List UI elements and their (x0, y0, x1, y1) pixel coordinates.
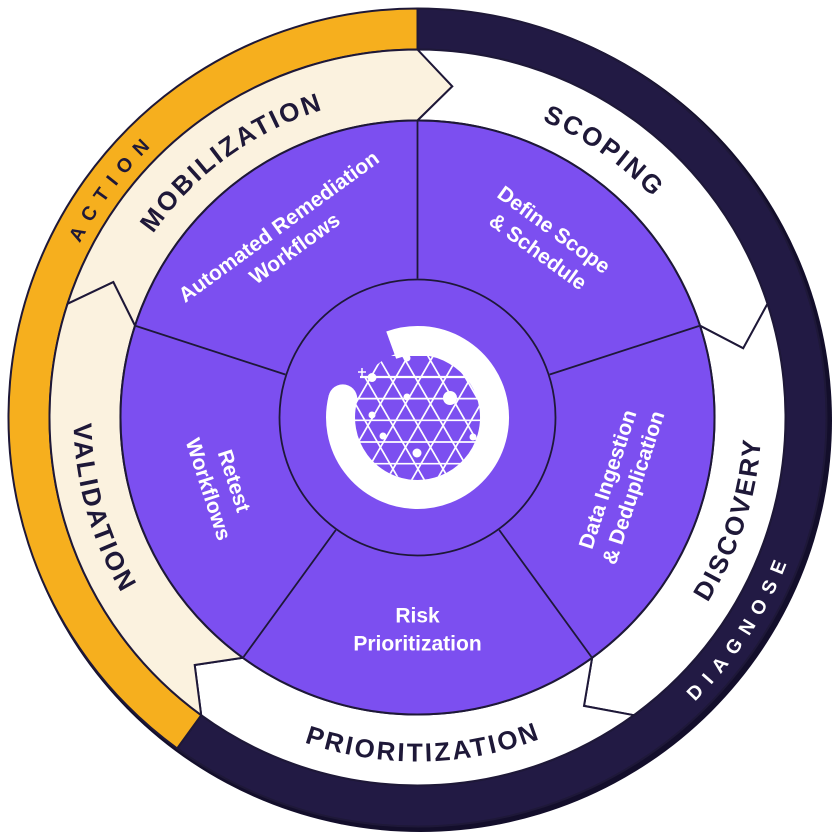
logo-accent-line (358, 368, 482, 379)
logo-swoosh-ring (326, 325, 510, 509)
sector-divider-line (242, 529, 337, 658)
mesh-node-dots (368, 354, 477, 458)
hub-circle (278, 278, 557, 557)
logo-swoosh-rounded-end (328, 384, 358, 414)
sector-divider-line (549, 325, 700, 376)
inner-wheel (119, 119, 716, 716)
sector-divider-line (498, 529, 593, 658)
wheel-sector-dividers (135, 121, 700, 658)
sector-divider-line (135, 325, 286, 376)
accent-line-node (367, 373, 377, 382)
center-logo (326, 325, 510, 509)
